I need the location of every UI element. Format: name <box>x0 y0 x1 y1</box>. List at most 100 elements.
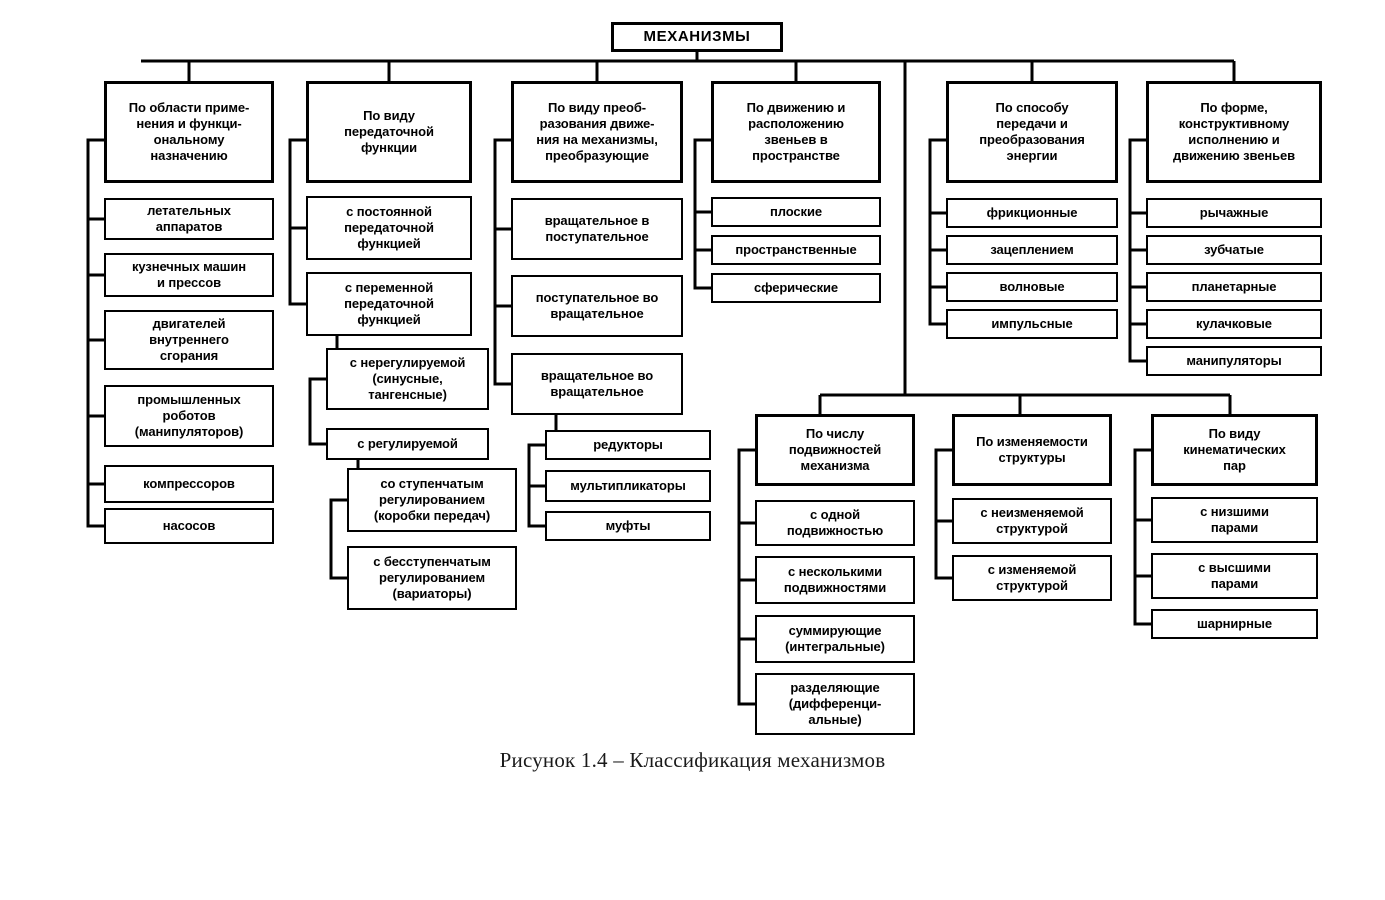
connector-h7-spine <box>737 448 755 706</box>
node-spherical[interactable]: сферические <box>711 273 881 303</box>
node-cam[interactable]: кулачковые <box>1146 309 1322 339</box>
node-label: муфты <box>605 518 651 534</box>
node-wave[interactable]: волновые <box>946 272 1118 302</box>
node-root[interactable]: МЕХАНИЗМЫ <box>611 22 783 52</box>
node-forging-machines[interactable]: кузнечных машин и прессов <box>104 253 274 297</box>
connector-h9-spine <box>1133 448 1151 626</box>
node-label: насосов <box>162 518 216 534</box>
node-label: с одной подвижностью <box>786 507 884 538</box>
node-label: с постоянной передаточной функцией <box>344 204 434 251</box>
node-label: с изменяемой структурой <box>987 562 1077 593</box>
node-label: планетарные <box>1191 279 1277 295</box>
node-meshing[interactable]: зацеплением <box>946 235 1118 265</box>
node-label: разделяющие (дифференци- альные) <box>788 680 882 727</box>
node-stepless-regulation[interactable]: с бесступенчатым регулированием (вариато… <box>347 546 517 610</box>
connector-h4-spine <box>693 138 711 290</box>
node-by-mobility-count[interactable]: По числу подвижностей механизма <box>755 414 915 486</box>
node-compressors[interactable]: компрессоров <box>104 465 274 503</box>
node-planar[interactable]: плоские <box>711 197 881 227</box>
connector-h6-spine <box>1128 138 1146 363</box>
node-aircraft[interactable]: летательных аппаратов <box>104 198 274 240</box>
node-combustion-engines[interactable]: двигателей внутреннего сгорания <box>104 310 274 370</box>
node-linear-to-rotary[interactable]: поступательное во вращательное <box>511 275 683 337</box>
node-reducers[interactable]: редукторы <box>545 430 711 460</box>
connector-h8-spine <box>934 448 952 580</box>
node-manipulators[interactable]: манипуляторы <box>1146 346 1322 376</box>
node-lower-pairs[interactable]: с низшими парами <box>1151 497 1318 543</box>
node-root-label: МЕХАНИЗМЫ <box>643 27 751 45</box>
node-label: со ступенчатым регулированием (коробки п… <box>373 476 491 523</box>
node-summing[interactable]: суммирующие (интегральные) <box>755 615 915 663</box>
node-spatial[interactable]: пространственные <box>711 235 881 265</box>
node-by-application-area[interactable]: По области приме- нения и функци- ональн… <box>104 81 274 183</box>
node-label: манипуляторы <box>1186 353 1282 369</box>
node-dividing[interactable]: разделяющие (дифференци- альные) <box>755 673 915 735</box>
node-label: кулачковые <box>1196 316 1272 332</box>
node-label: По виду передаточной функции <box>344 108 434 155</box>
node-label: вращательное во вращательное <box>540 368 654 399</box>
node-constant-transfer-function[interactable]: с постоянной передаточной функцией <box>306 196 472 260</box>
node-non-adjustable[interactable]: с нерегулируемой (синусные, тангенсные) <box>326 348 489 410</box>
node-label: фрикционные <box>986 205 1078 221</box>
node-adjustable[interactable]: с регулируемой <box>326 428 489 460</box>
node-variable-transfer-function[interactable]: с переменной передаточной функцией <box>306 272 472 336</box>
node-variable-structure[interactable]: с изменяемой структурой <box>952 555 1112 601</box>
figure-caption: Рисунок 1.4 – Классификация механизмов <box>499 748 886 772</box>
node-label: сферические <box>753 280 839 296</box>
node-label: кузнечных машин и прессов <box>132 259 246 290</box>
node-label: По форме, конструктивному исполнению и д… <box>1172 100 1296 163</box>
node-higher-pairs[interactable]: с высшими парами <box>1151 553 1318 599</box>
node-label: летательных аппаратов <box>147 203 231 234</box>
node-label: пространственные <box>735 242 857 258</box>
node-by-transfer-function[interactable]: По виду передаточной функции <box>306 81 472 183</box>
node-multiple-mobility[interactable]: с несколькими подвижностями <box>755 556 915 604</box>
node-rotary-to-rotary[interactable]: вращательное во вращательное <box>511 353 683 415</box>
node-label: По виду преоб- разования движе- ния на м… <box>536 100 658 163</box>
node-industrial-robots[interactable]: промышленных роботов (манипуляторов) <box>104 385 274 447</box>
node-invariable-structure[interactable]: с неизменяемой структурой <box>952 498 1112 544</box>
node-single-mobility[interactable]: с одной подвижностью <box>755 500 915 546</box>
node-label: с несколькими подвижностями <box>783 564 887 595</box>
node-gear[interactable]: зубчатые <box>1146 235 1322 265</box>
connector-h1-spine <box>86 138 104 528</box>
node-label: компрессоров <box>143 476 235 492</box>
node-label: По способу передачи и преобразования эне… <box>979 100 1085 163</box>
node-impulse[interactable]: импульсные <box>946 309 1118 339</box>
node-label: По числу подвижностей механизма <box>788 426 882 473</box>
node-label: с низшими парами <box>1200 504 1269 535</box>
node-label: с нерегулируемой (синусные, тангенсные) <box>349 355 466 402</box>
node-label: суммирующие (интегральные) <box>785 623 885 654</box>
node-rotary-to-linear[interactable]: вращательное в поступательное <box>511 198 683 260</box>
node-label: волновые <box>999 279 1065 295</box>
node-by-structure-variability[interactable]: По изменяемости структуры <box>952 414 1112 486</box>
node-label: поступательное во вращательное <box>535 290 659 321</box>
connector-h3s3-spine <box>527 443 545 528</box>
node-by-kinematic-pairs[interactable]: По виду кинематических пар <box>1151 414 1318 486</box>
node-label: с переменной передаточной функцией <box>344 280 434 327</box>
node-label: с регулируемой <box>357 436 458 452</box>
node-friction[interactable]: фрикционные <box>946 198 1118 228</box>
node-pumps[interactable]: насосов <box>104 508 274 544</box>
node-label: с бесступенчатым регулированием (вариато… <box>373 554 491 601</box>
node-label: По виду кинематических пар <box>1183 426 1286 473</box>
node-by-energy-transfer[interactable]: По способу передачи и преобразования эне… <box>946 81 1118 183</box>
node-couplings[interactable]: муфты <box>545 511 711 541</box>
node-label: зубчатые <box>1204 242 1264 258</box>
node-hinged[interactable]: шарнирные <box>1151 609 1318 639</box>
node-label: вращательное в поступательное <box>544 213 650 244</box>
node-linkage[interactable]: рычажные <box>1146 198 1322 228</box>
node-label: рычажные <box>1199 205 1269 221</box>
node-multipliers[interactable]: мультипликаторы <box>545 470 711 502</box>
connector-h3-spine <box>493 138 511 386</box>
node-label: мультипликаторы <box>570 478 686 494</box>
node-label: По изменяемости структуры <box>976 434 1088 465</box>
node-by-motion-conversion[interactable]: По виду преоб- разования движе- ния на м… <box>511 81 683 183</box>
node-stepped-regulation[interactable]: со ступенчатым регулированием (коробки п… <box>347 468 517 532</box>
node-by-link-motion-arrangement[interactable]: По движению и расположению звеньев в про… <box>711 81 881 183</box>
node-label: промышленных роботов (манипуляторов) <box>134 392 244 439</box>
node-label: двигателей внутреннего сгорания <box>149 316 229 363</box>
node-by-form-and-construction[interactable]: По форме, конструктивному исполнению и д… <box>1146 81 1322 183</box>
node-label: По движению и расположению звеньев в про… <box>746 100 846 163</box>
node-planetary[interactable]: планетарные <box>1146 272 1322 302</box>
